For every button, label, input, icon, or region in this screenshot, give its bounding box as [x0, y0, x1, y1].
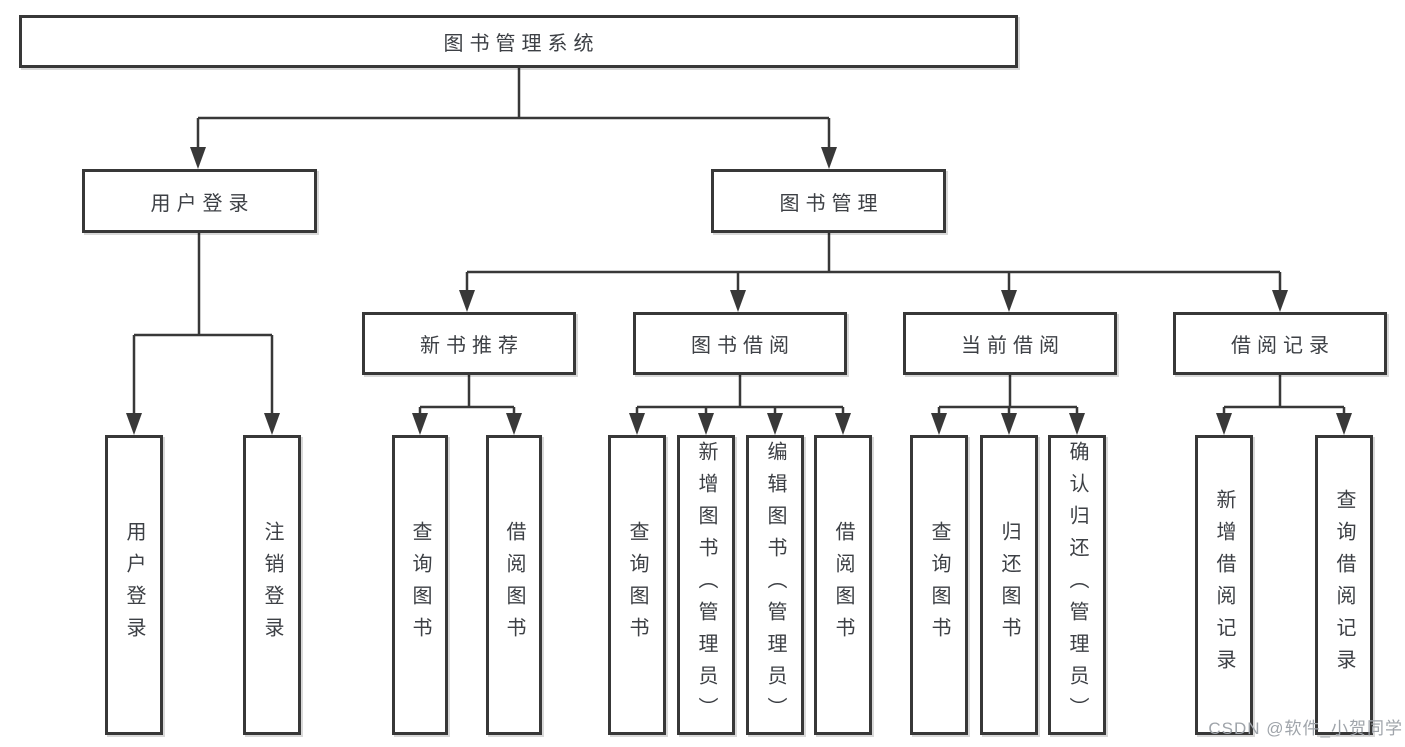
connector-borrow-records-to-children — [1216, 375, 1352, 435]
leaf-logout: 注销登录 — [243, 435, 301, 735]
connector-new-books-to-children — [412, 375, 522, 435]
leaf-return-books: 归还图书 — [980, 435, 1038, 735]
leaf-edit-books-admin-label: 编辑图书（管理员） — [764, 441, 786, 729]
leaf-borrow-books-1-label: 借阅图书 — [503, 521, 525, 649]
leaf-confirm-return-admin-label: 确认归还（管理员） — [1066, 441, 1088, 729]
connector-book-borrow-to-children — [629, 375, 851, 435]
leaf-query-books-2-label: 查询图书 — [626, 521, 648, 649]
leaf-query-books-3-label: 查询图书 — [928, 521, 950, 649]
leaf-borrow-books-2-label: 借阅图书 — [832, 521, 854, 649]
leaf-borrow-books-2: 借阅图书 — [814, 435, 872, 735]
leaf-query-books-1: 查询图书 — [392, 435, 448, 735]
leaf-add-borrow-record: 新增借阅记录 — [1195, 435, 1253, 735]
node-user-login: 用户登录 — [82, 169, 317, 233]
node-book-management-label: 图书管理 — [779, 192, 884, 215]
leaf-add-books-admin: 新增图书（管理员） — [677, 435, 735, 735]
leaf-borrow-books-1: 借阅图书 — [486, 435, 542, 735]
leaf-query-books-2: 查询图书 — [608, 435, 666, 735]
node-root-label: 图书管理系统 — [443, 33, 600, 55]
leaf-logout-label: 注销登录 — [261, 521, 283, 649]
leaf-query-borrow-record-label: 查询借阅记录 — [1333, 489, 1355, 681]
node-borrow-records: 借阅记录 — [1173, 312, 1387, 375]
leaf-add-books-admin-label: 新增图书（管理员） — [695, 441, 717, 729]
leaf-add-borrow-record-label: 新增借阅记录 — [1213, 489, 1235, 681]
leaf-query-borrow-record: 查询借阅记录 — [1315, 435, 1373, 735]
node-current-borrow: 当前借阅 — [903, 312, 1117, 375]
node-borrow-records-label: 借阅记录 — [1231, 335, 1335, 357]
connector-user-login-to-children — [126, 233, 280, 435]
leaf-query-books-3: 查询图书 — [910, 435, 968, 735]
node-root: 图书管理系统 — [19, 15, 1018, 68]
connector-book-mgmt-to-level3 — [459, 233, 1288, 312]
connector-current-borrow-to-children — [931, 375, 1085, 435]
leaf-user-login-label: 用户登录 — [123, 521, 145, 649]
node-user-login-label: 用户登录 — [150, 192, 255, 215]
node-current-borrow-label: 当前借阅 — [961, 335, 1065, 357]
csdn-watermark: CSDN @软件_小贺同学 — [1208, 719, 1403, 738]
leaf-user-login: 用户登录 — [105, 435, 163, 735]
node-new-book-recommend: 新书推荐 — [362, 312, 576, 375]
leaf-confirm-return-admin: 确认归还（管理员） — [1048, 435, 1106, 735]
node-book-borrow: 图书借阅 — [633, 312, 847, 375]
leaf-query-books-1-label: 查询图书 — [409, 521, 431, 649]
node-book-borrow-label: 图书借阅 — [691, 335, 795, 357]
connector-root-to-level2 — [190, 68, 837, 169]
leaf-edit-books-admin: 编辑图书（管理员） — [746, 435, 804, 735]
node-book-management: 图书管理 — [711, 169, 946, 233]
node-new-book-recommend-label: 新书推荐 — [420, 335, 524, 357]
leaf-return-books-label: 归还图书 — [998, 521, 1020, 649]
